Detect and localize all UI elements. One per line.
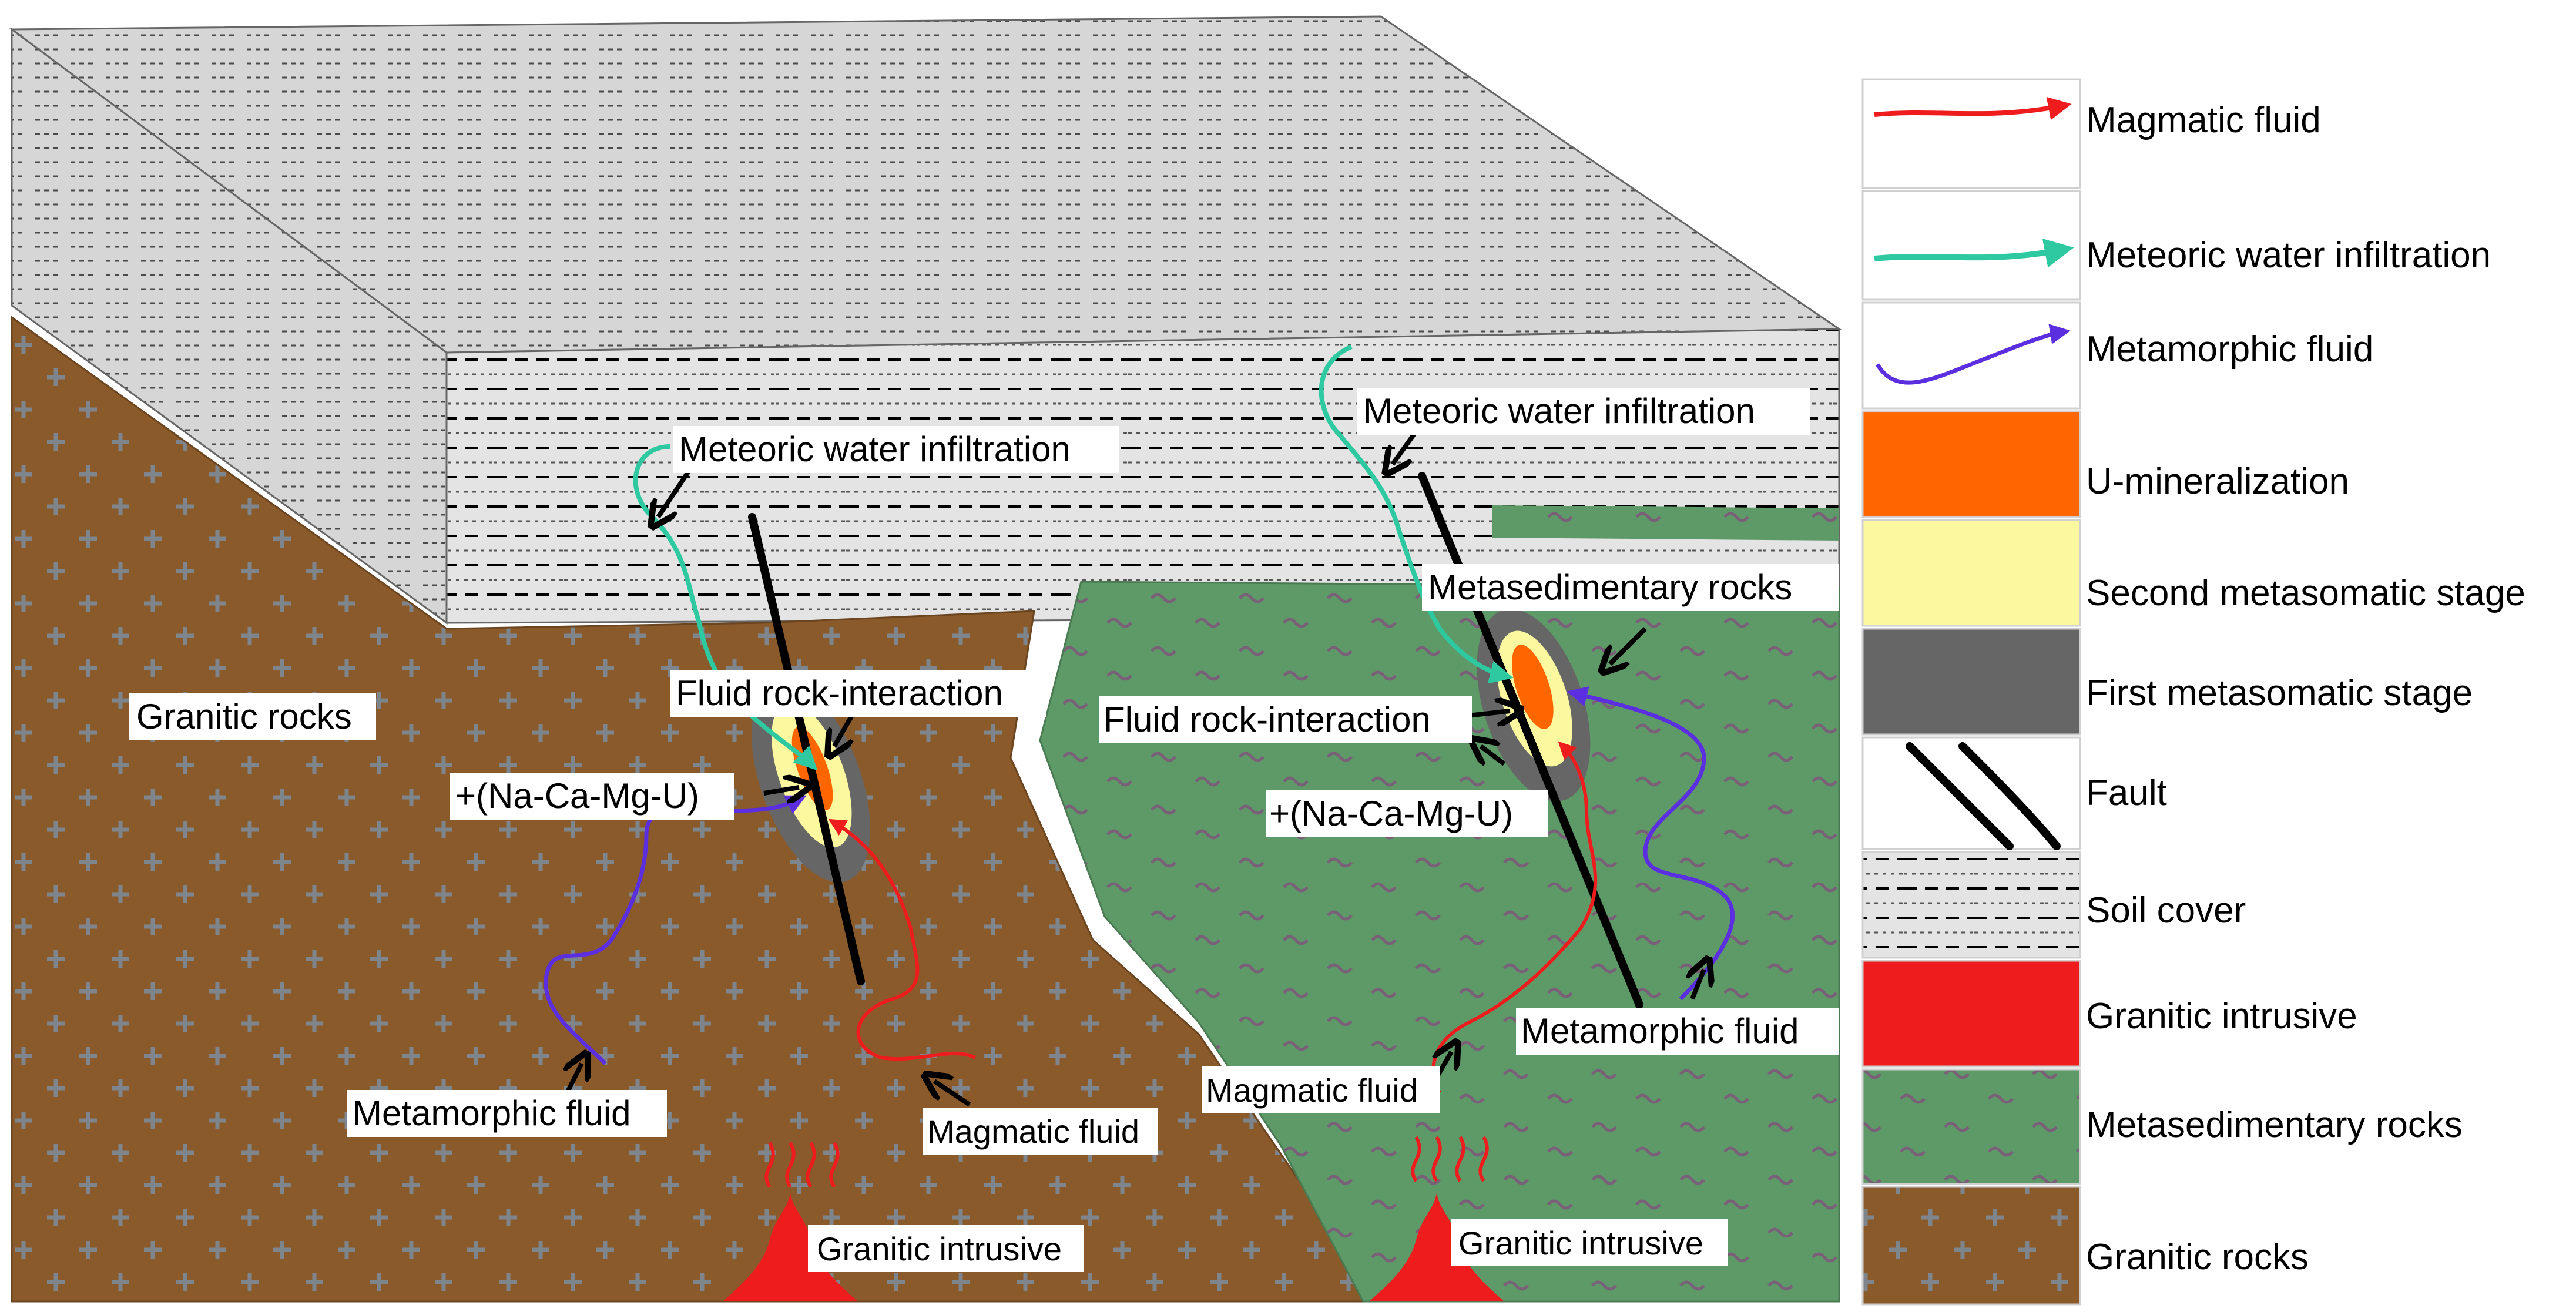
legend-item-soil: Soil cover	[1861, 851, 2246, 959]
metasedimentary-strip	[1492, 505, 1839, 541]
label-elements-left: +(Na-Ca-Mg-U)	[450, 773, 734, 820]
gray-swatch	[1861, 628, 2081, 736]
legend-item-u-mineralization: U-mineralization	[1861, 410, 2349, 518]
meteoric-path-left	[633, 444, 818, 771]
label-magmatic-left: Magmatic fluid	[923, 1108, 1158, 1155]
label-magmatic-right: Magmatic fluid	[1202, 1066, 1440, 1113]
label-granitic-rocks: Granitic rocks	[129, 693, 376, 740]
label-metamorphic-right-text: Metamorphic fluid	[1521, 1011, 1799, 1051]
label-fluid-rock-left-text: Fluid rock-interaction	[676, 673, 1003, 713]
red-swatch	[1861, 960, 2081, 1068]
label-metamorphic-left: Metamorphic fluid	[347, 1090, 667, 1137]
brown-cross-swatch	[1861, 1186, 2081, 1306]
label-metamorphic-left-text: Metamorphic fluid	[353, 1093, 631, 1133]
legend-label: Second metasomatic stage	[2086, 573, 2525, 613]
legend-item-metamorphic: Metamorphic fluid	[1861, 301, 2373, 410]
soil-pattern-swatch	[1861, 851, 2081, 959]
meteoric-path-right	[1319, 344, 1514, 684]
label-metamorphic-right: Metamorphic fluid	[1516, 1008, 1839, 1055]
magmatic-path-right	[1431, 741, 1598, 1094]
label-metasedimentary-text: Metasedimentary rocks	[1428, 568, 1792, 607]
purple-arrow-icon	[1875, 324, 2071, 385]
fault-lines-icon	[1906, 742, 2061, 850]
legend-label: Granitic rocks	[2086, 1237, 2309, 1277]
label-magmatic-right-text: Magmatic fluid	[1206, 1072, 1418, 1109]
legend-item-meteoric: Meteoric water infiltration	[1861, 190, 2491, 301]
legend-label: Magmatic fluid	[2086, 100, 2321, 140]
label-fluid-rock-left: Fluid rock-interaction	[670, 670, 1046, 717]
legend-label: First metasomatic stage	[2086, 673, 2473, 713]
legend-item-granitic: Granitic rocks	[1861, 1186, 2309, 1306]
label-intrusive-left-text: Granitic intrusive	[817, 1230, 1062, 1267]
green-wave-swatch	[1861, 1068, 2081, 1185]
legend-label: Soil cover	[2086, 890, 2246, 931]
label-meteoric-right-text: Meteoric water infiltration	[1363, 391, 1755, 431]
legend-item-intrusive: Granitic intrusive	[1861, 960, 2357, 1068]
legend-label: Metamorphic fluid	[2086, 329, 2373, 370]
magmatic-path-left	[828, 818, 977, 1061]
legend-label: Metasedimentary rocks	[2086, 1105, 2463, 1145]
legend-label: Meteoric water infiltration	[2086, 235, 2491, 276]
granitic-intrusive-left	[723, 1142, 858, 1301]
legend-label: Granitic intrusive	[2086, 996, 2357, 1036]
legend-label: U-mineralization	[2086, 461, 2349, 502]
label-meteoric-right: Meteoric water infiltration	[1357, 388, 1810, 435]
label-fluid-rock-right-text: Fluid rock-interaction	[1103, 700, 1431, 739]
metamorphic-path-right	[1567, 686, 1735, 1001]
legend-item-fault: Fault	[1861, 736, 2167, 850]
red-arrow-icon	[1874, 96, 2072, 120]
orange-swatch	[1861, 410, 2081, 518]
legend: Magmatic fluid Meteoric water infiltrati…	[1861, 78, 2525, 1306]
label-elements-left-text: +(Na-Ca-Mg-U)	[455, 776, 699, 816]
legend-item-first-stage: First metasomatic stage	[1861, 628, 2473, 736]
label-granitic-rocks-text: Granitic rocks	[136, 697, 352, 736]
label-intrusive-left: Granitic intrusive	[808, 1225, 1084, 1272]
teal-arrow-icon	[1874, 239, 2074, 268]
label-intrusive-right-text: Granitic intrusive	[1458, 1225, 1703, 1262]
label-metasedimentary: Metasedimentary rocks	[1422, 564, 1839, 611]
label-fluid-rock-right: Fluid rock-interaction	[1099, 696, 1472, 743]
label-intrusive-right: Granitic intrusive	[1451, 1219, 1728, 1266]
label-meteoric-left-text: Meteoric water infiltration	[679, 430, 1071, 469]
granitic-intrusive-right	[1369, 1136, 1504, 1301]
legend-label: Fault	[2086, 773, 2167, 813]
yellow-swatch	[1861, 519, 2081, 627]
metasedimentary-rocks-block	[1039, 581, 1840, 1303]
label-elements-right: +(Na-Ca-Mg-U)	[1266, 790, 1548, 837]
label-meteoric-left: Meteoric water infiltration	[673, 426, 1119, 473]
label-elements-right-text: +(Na-Ca-Mg-U)	[1269, 794, 1513, 833]
legend-item-metasedimentary: Metasedimentary rocks	[1861, 1068, 2463, 1185]
label-magmatic-left-text: Magmatic fluid	[927, 1113, 1139, 1150]
legend-item-magmatic: Magmatic fluid	[1861, 78, 2321, 189]
legend-item-second-stage: Second metasomatic stage	[1861, 519, 2525, 627]
